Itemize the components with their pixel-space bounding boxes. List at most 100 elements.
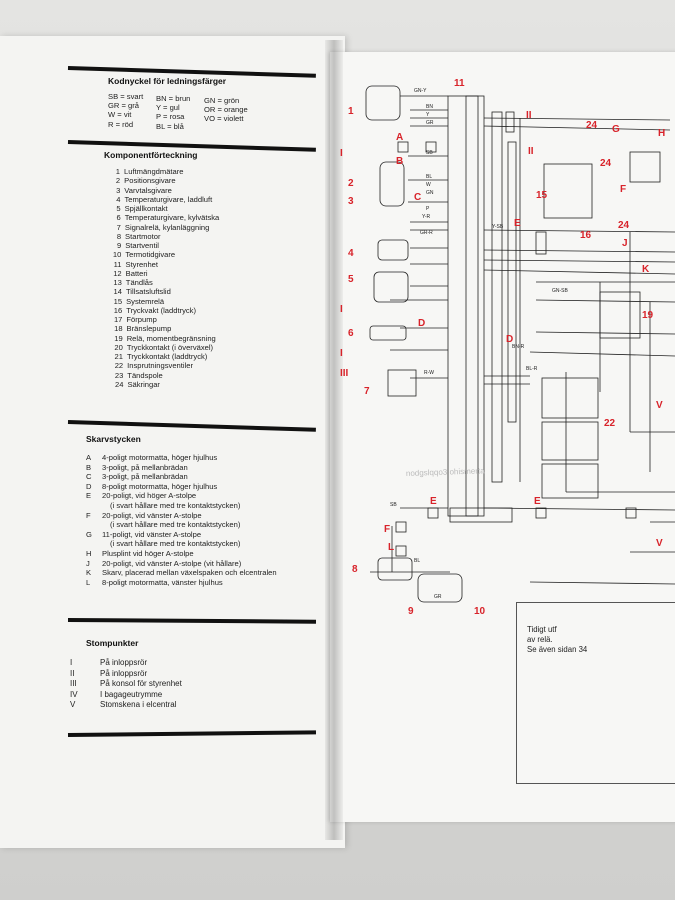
key-entry: GN = grön: [204, 96, 240, 105]
component-label: Varvtalsgivare: [124, 185, 172, 195]
wire-code: GR: [426, 120, 434, 126]
diagram-label: B: [396, 156, 403, 167]
component-number: 3: [116, 185, 121, 195]
wire-code: Y: [426, 112, 430, 118]
component-label: Bränslepump: [126, 324, 172, 334]
connector-code: [94, 520, 110, 530]
connector-label: 11-poligt, vid vänster A-stolpe: [102, 529, 202, 539]
ground-point-code: II: [70, 668, 75, 678]
diagram-label: F: [620, 184, 626, 195]
component-label: Tändlås: [125, 278, 153, 287]
diagram-label: I: [340, 348, 343, 359]
diagram-label: 9: [408, 606, 414, 617]
component-label: Termotidgivare: [125, 250, 176, 260]
air-flow-meter: [365, 85, 401, 121]
component-number: 10: [112, 250, 122, 260]
component-number: 2: [115, 176, 121, 186]
diagram-label: 24: [586, 120, 598, 131]
diagram-label: L: [388, 542, 394, 553]
connector-label: 8-poligt motormatta, vänster hjulhus: [102, 577, 223, 587]
diagram-label: E: [514, 218, 521, 229]
diagram-label: I: [340, 148, 343, 159]
component-number: 22: [114, 361, 124, 371]
component-label: Temperaturgivare, laddluft: [124, 194, 213, 204]
bottom-rule-section: [67, 730, 317, 737]
key-entry: VO = violett: [204, 114, 244, 124]
ground-point-code: I: [70, 658, 73, 667]
connector-item: (i svart hållare med tre kontaktstycken): [86, 539, 277, 549]
connector-code: C: [86, 472, 92, 482]
diagram-label: 24: [618, 220, 630, 231]
component-number: 24: [114, 379, 124, 389]
connector-label: 3-poligt, på mellanbrädan: [102, 462, 188, 472]
diagram-label: G: [612, 124, 620, 135]
component-label: Styrenhet: [125, 259, 159, 269]
start-valve: [417, 573, 463, 603]
component-number: 23: [114, 370, 124, 380]
component-label: Spjällkontakt: [124, 204, 168, 213]
connector-label: 20-poligt, vid höger A-stolpe: [102, 491, 197, 501]
connector-code: G: [86, 529, 92, 539]
component-number: 18: [114, 324, 123, 334]
key-entry: W = vit: [108, 110, 132, 120]
injector-block: [541, 463, 599, 499]
component-label: Säkringar: [127, 379, 160, 389]
diagram-label: V: [656, 538, 663, 549]
wire-code: BL: [414, 558, 420, 564]
component-label: Luftmängdmätare: [124, 167, 184, 176]
connector-code: [94, 501, 110, 511]
wire-code: Y-SB: [492, 224, 504, 230]
connector-label: 8-poligt motormatta, höger hjulhus: [102, 481, 218, 491]
note-line: av relä.: [527, 635, 553, 644]
connector-code: L: [86, 577, 91, 587]
starter-motor: [377, 557, 413, 581]
connectors-section: Skarvstycken: [67, 420, 316, 448]
component-label: Startventil: [125, 241, 159, 250]
connector-code: K: [86, 568, 92, 578]
diagram-label: 15: [536, 190, 548, 201]
wire-code: Y-R: [422, 214, 431, 220]
connector-label: Plusplint vid höger A-stolpe: [102, 548, 194, 558]
wire-code: BL: [426, 174, 432, 180]
component-number: 19: [114, 333, 123, 343]
divider: [67, 618, 317, 624]
diagram-label: 1: [348, 106, 354, 117]
component-label: Förpump: [126, 315, 157, 324]
connector-label: (i svart hållare med tre kontaktstycken): [110, 539, 241, 549]
diagram-label: 11: [454, 78, 465, 89]
harness-bundle: [507, 141, 517, 423]
component-label: Relä, momentbegränsning: [126, 333, 216, 343]
component-number: 13: [113, 278, 122, 287]
diagram-label: H: [658, 128, 665, 139]
component-number: 5: [116, 204, 121, 213]
connector-code: D: [86, 481, 92, 491]
component-label: Insprutningsventiler: [127, 361, 194, 371]
connector-code: A: [86, 453, 92, 462]
diagram-label: C: [414, 192, 421, 203]
ground-points-heading: Stompunkter: [86, 638, 139, 648]
component-number: 14: [113, 287, 122, 297]
key-entry: BL = blå: [156, 121, 184, 131]
diagram-label: D: [418, 318, 425, 329]
components-section: Komponentförteckning: [67, 140, 316, 164]
wire-code: W: [426, 182, 431, 188]
connector-label: 20-poligt, vid vänster A-stolpe: [102, 510, 202, 520]
